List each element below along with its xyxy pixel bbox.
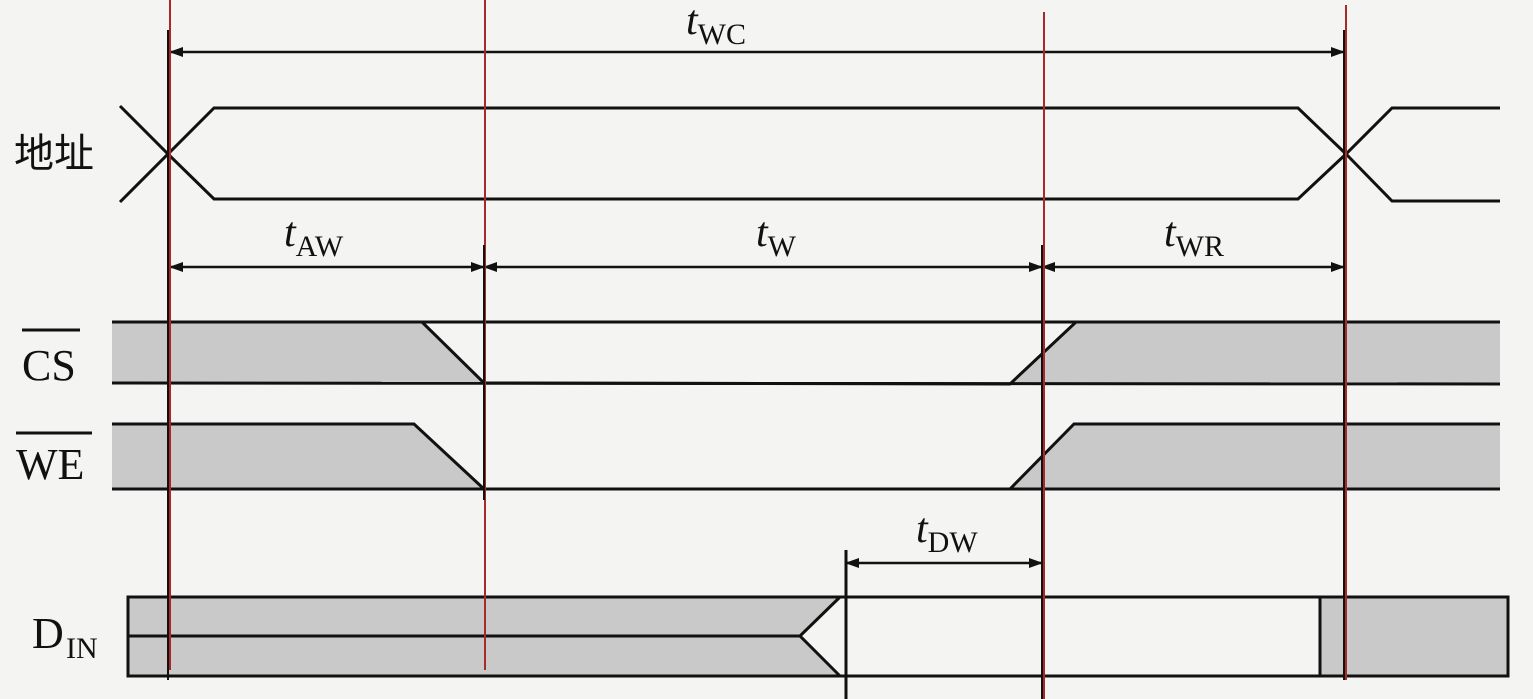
we-label-text: WE: [16, 440, 84, 489]
we-waveform: [112, 422, 1500, 491]
din-label-main: D: [32, 609, 64, 658]
address-waveform: [118, 104, 1500, 204]
cs-label: CS: [22, 328, 80, 390]
twc-dimension: tWC: [169, 0, 1345, 57]
tw-label: tW: [756, 210, 797, 263]
din-label: D IN: [32, 609, 98, 665]
taw-label: tAW: [284, 210, 344, 263]
tdw-label: tDW: [916, 506, 978, 559]
tdw-dimension: tDW: [845, 506, 1043, 568]
taw-dimension: tAW: [169, 210, 485, 272]
tw-dimension: tW: [483, 210, 1043, 272]
din-label-sub: IN: [66, 632, 98, 665]
din-waveform: [126, 550, 1510, 699]
we-label: WE: [16, 431, 92, 489]
cs-label-text: CS: [22, 341, 76, 390]
twr-label: tWR: [1164, 210, 1224, 263]
twc-label: tWC: [686, 0, 746, 51]
cs-waveform: [111, 320, 1501, 386]
twr-dimension: tWR: [1041, 210, 1345, 272]
address-label: 地址: [14, 131, 94, 177]
